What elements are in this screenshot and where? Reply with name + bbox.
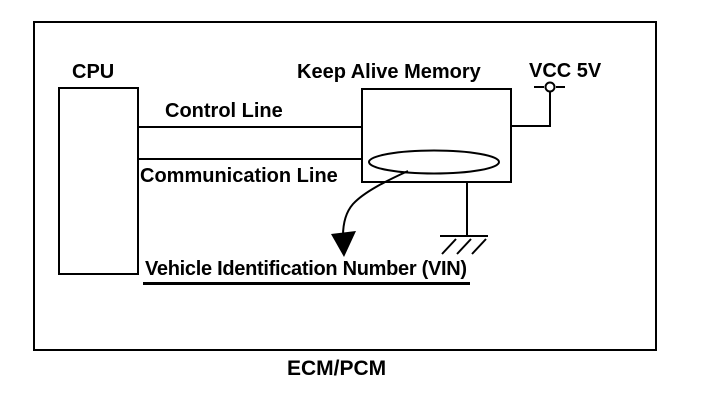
control-line-label: Control Line xyxy=(165,100,283,122)
ecm-pcm-boundary-box xyxy=(33,21,657,351)
cpu-box xyxy=(58,87,139,275)
vin-label: Vehicle Identification Number (VIN) xyxy=(143,259,470,285)
cpu-label: CPU xyxy=(72,61,115,83)
keep-alive-memory-label: Keep Alive Memory xyxy=(297,61,481,83)
keep-alive-memory-box xyxy=(361,88,512,183)
communication-line-label: Communication Line xyxy=(140,165,338,187)
ecm-pcm-label: ECM/PCM xyxy=(287,357,387,380)
vcc-5v-label: VCC 5V xyxy=(529,60,602,82)
